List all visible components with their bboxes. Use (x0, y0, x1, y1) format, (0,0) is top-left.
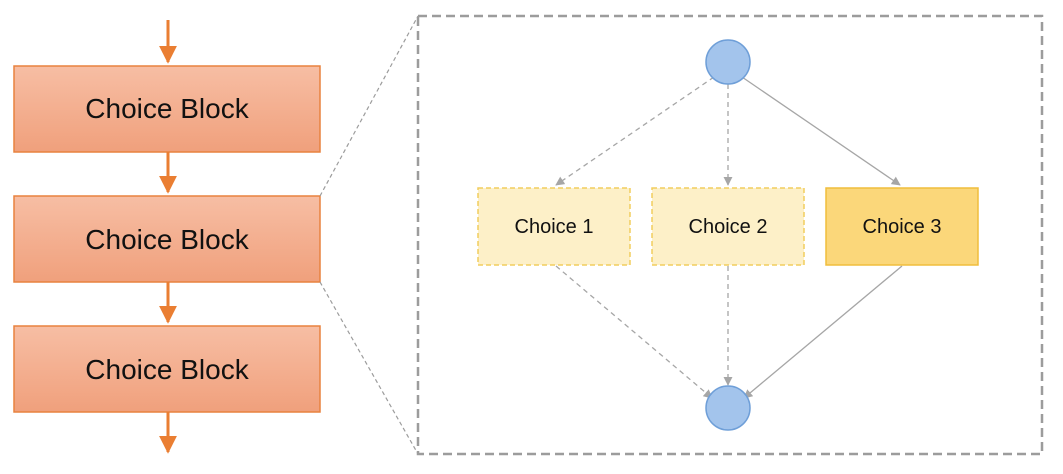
zoom-line-bottom (319, 281, 419, 455)
edge-choice-1-end (555, 265, 713, 399)
choice-block-3[interactable]: Choice Block (13, 325, 321, 413)
detail-diagram: Choice 1 Choice 2 Choice 3 (477, 39, 979, 431)
choice-block-label: Choice Block (85, 93, 249, 124)
edge-start-choice-1 (555, 76, 715, 186)
zoom-callout (319, 15, 419, 455)
edge-start-choice-3 (741, 76, 901, 186)
start-node (705, 39, 751, 85)
choice-3-label: Choice 3 (863, 216, 942, 238)
choice-1[interactable]: Choice 1 (477, 187, 631, 266)
choice-block-2[interactable]: Choice Block (13, 195, 321, 283)
zoom-line-top (319, 15, 419, 197)
edge-choice-3-end (743, 265, 903, 399)
choice-block-label: Choice Block (85, 224, 249, 255)
end-node (705, 385, 751, 431)
choice-3[interactable]: Choice 3 (825, 187, 979, 266)
choice-1-label: Choice 1 (515, 216, 594, 238)
choice-block-label: Choice Block (85, 354, 249, 385)
detail-frame (416, 14, 1044, 456)
choice-block-1[interactable]: Choice Block (13, 65, 321, 153)
block-flow: Choice Block Choice Block Choice Block (13, 20, 321, 454)
choice-2[interactable]: Choice 2 (651, 187, 805, 266)
choice-2-label: Choice 2 (689, 216, 768, 238)
